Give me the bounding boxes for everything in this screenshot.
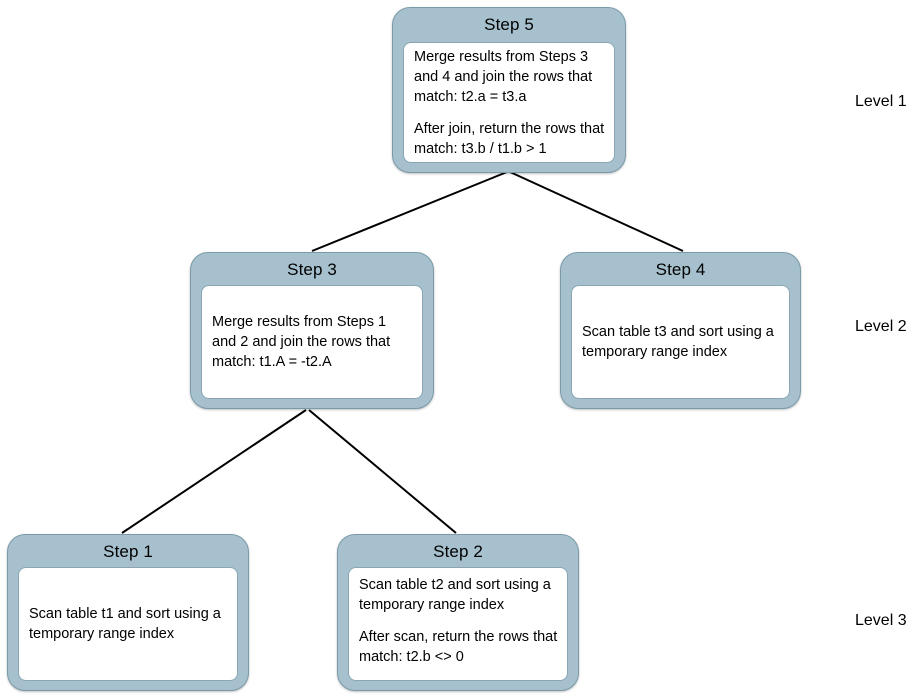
edge-step3-step2 [308, 409, 457, 534]
node-step-3[interactable]: Step 3 Merge results from Steps 1 and 2 … [190, 252, 434, 409]
edge-step5-step3 [311, 171, 508, 252]
node-step-5-paragraph-1: Merge results from Steps 3 and 4 and joi… [414, 48, 593, 105]
edge-step3-step1 [121, 409, 307, 534]
node-step-5-title: Step 5 [484, 15, 534, 34]
node-step-2-body: Scan table t2 and sort using a temporary… [348, 567, 568, 681]
node-step-4-body: Scan table t3 and sort using a temporary… [571, 285, 790, 399]
edge-step5-step4 [509, 171, 684, 252]
node-step-1-body: Scan table t1 and sort using a temporary… [18, 567, 238, 681]
node-step-2[interactable]: Step 2 Scan table t2 and sort using a te… [337, 534, 579, 691]
node-step-3-title: Step 3 [287, 260, 337, 279]
node-step-5-body: Merge results from Steps 3 and 4 and joi… [403, 42, 615, 163]
node-step-5[interactable]: Step 5 Merge results from Steps 3 and 4 … [392, 7, 626, 173]
level-label-3: Level 3 [855, 612, 907, 629]
node-step-5-paragraph-2: After join, return the rows that match: … [414, 120, 605, 157]
level-label-1: Level 1 [855, 93, 907, 110]
node-step-1-paragraph-1: Scan table t1 and sort using a temporary… [29, 606, 221, 642]
node-step-2-title: Step 2 [433, 542, 483, 561]
node-step-3-body: Merge results from Steps 1 and 2 and joi… [201, 285, 423, 399]
node-step-4[interactable]: Step 4 Scan table t3 and sort using a te… [560, 252, 801, 409]
node-step-4-title: Step 4 [655, 260, 706, 279]
node-step-3-paragraph-1: Merge results from Steps 1 and 2 and joi… [212, 314, 391, 370]
node-step-1[interactable]: Step 1 Scan table t1 and sort using a te… [7, 534, 249, 691]
node-step-1-title: Step 1 [103, 542, 153, 561]
node-step-2-paragraph-1: Scan table t2 and sort using a temporary… [359, 577, 551, 613]
node-step-2-paragraph-2: After scan, return the rows that match: … [359, 629, 558, 665]
node-step-4-paragraph-1: Scan table t3 and sort using a temporary… [582, 324, 774, 360]
level-label-2: Level 2 [855, 318, 907, 335]
